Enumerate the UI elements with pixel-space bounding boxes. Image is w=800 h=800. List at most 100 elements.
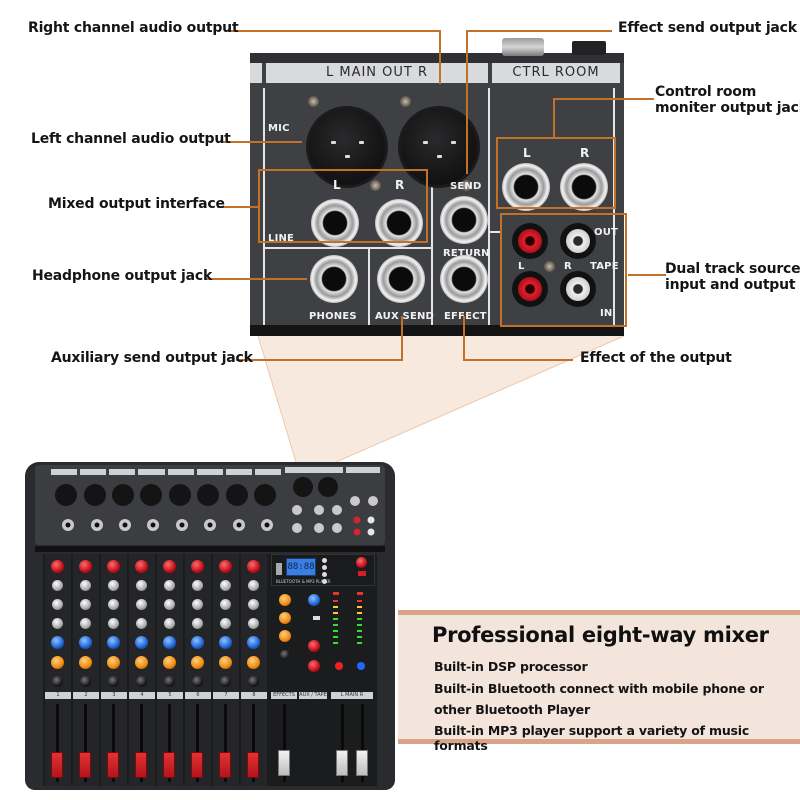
ctrl-room-mini-header (346, 467, 380, 473)
fader-4[interactable] (135, 752, 147, 778)
afl-switch[interactable] (313, 616, 320, 620)
effect-jack[interactable] (440, 255, 488, 303)
gain-knob-3[interactable] (107, 560, 120, 573)
tape-in-left-rca[interactable] (512, 271, 548, 307)
hf-knob-7[interactable] (220, 580, 231, 591)
aux-knob-5[interactable] (163, 636, 176, 649)
usb-port[interactable] (276, 563, 282, 575)
headphone-knob[interactable] (308, 660, 320, 672)
hf-knob-4[interactable] (136, 580, 147, 591)
channel-label-2: 2 (73, 692, 99, 699)
mf-knob-3[interactable] (108, 599, 119, 610)
fader-5[interactable] (163, 752, 175, 778)
fader-3[interactable] (107, 752, 119, 778)
mp3-level-knob[interactable] (356, 557, 367, 568)
line-right-jack[interactable] (375, 199, 423, 247)
mf-knob-8[interactable] (248, 599, 259, 610)
mf-knob-4[interactable] (136, 599, 147, 610)
gain-knob-8[interactable] (247, 560, 260, 573)
hf-knob-6[interactable] (192, 580, 203, 591)
ctrl-room-highlight (496, 137, 616, 209)
aux-knob-4[interactable] (135, 636, 148, 649)
fader-2[interactable] (79, 752, 91, 778)
pan-knob-1[interactable] (52, 676, 63, 687)
fx-knob-1[interactable] (51, 656, 64, 669)
gain-knob-6[interactable] (191, 560, 204, 573)
aux-master-knob[interactable] (308, 594, 320, 606)
main-right-fader[interactable] (356, 750, 368, 776)
phones-jack[interactable] (310, 255, 358, 303)
fx-knob-4[interactable] (135, 656, 148, 669)
lf-knob-7[interactable] (220, 618, 231, 629)
pan-knob-2[interactable] (80, 676, 91, 687)
lf-knob-4[interactable] (136, 618, 147, 629)
mp3-button-1[interactable] (322, 558, 327, 563)
mp3-button-3[interactable] (322, 572, 327, 577)
effects-prog-knob[interactable] (280, 650, 290, 660)
fader-track-5 (168, 704, 171, 782)
lf-knob-1[interactable] (52, 618, 63, 629)
effects-knob-3[interactable] (279, 630, 291, 642)
fader-7[interactable] (219, 752, 231, 778)
mp3-switch[interactable] (358, 571, 366, 576)
aux-knob-8[interactable] (247, 636, 260, 649)
aux-knob-6[interactable] (191, 636, 204, 649)
tape-out-left-rca[interactable] (512, 223, 548, 259)
mp3-button-2[interactable] (322, 565, 327, 570)
fx-knob-8[interactable] (247, 656, 260, 669)
gain-knob-7[interactable] (219, 560, 232, 573)
mf-knob-1[interactable] (52, 599, 63, 610)
line-left-jack[interactable] (311, 199, 359, 247)
effects-fader[interactable] (278, 750, 290, 776)
fx-knob-6[interactable] (191, 656, 204, 669)
mf-knob-7[interactable] (220, 599, 231, 610)
aux-knob-3[interactable] (107, 636, 120, 649)
channel-label-8: 8 (241, 692, 267, 699)
lf-knob-5[interactable] (164, 618, 175, 629)
mf-knob-2[interactable] (80, 599, 91, 610)
pan-knob-5[interactable] (164, 676, 175, 687)
hf-knob-5[interactable] (164, 580, 175, 591)
mf-knob-5[interactable] (164, 599, 175, 610)
effects-knob-1[interactable] (279, 594, 291, 606)
fader-8[interactable] (247, 752, 259, 778)
hf-knob-2[interactable] (80, 580, 91, 591)
hf-knob-1[interactable] (52, 580, 63, 591)
aux-knob-1[interactable] (51, 636, 64, 649)
lf-knob-3[interactable] (108, 618, 119, 629)
aux-knob-7[interactable] (219, 636, 232, 649)
pan-knob-8[interactable] (248, 676, 259, 687)
hf-knob-3[interactable] (108, 580, 119, 591)
fx-knob-2[interactable] (79, 656, 92, 669)
main-left-fader[interactable] (336, 750, 348, 776)
ctrl-room-right-jack[interactable] (560, 163, 608, 211)
mp3-button-4[interactable] (322, 579, 327, 584)
hf-knob-8[interactable] (248, 580, 259, 591)
gain-knob-2[interactable] (79, 560, 92, 573)
lf-knob-2[interactable] (80, 618, 91, 629)
lf-knob-6[interactable] (192, 618, 203, 629)
gain-knob-1[interactable] (51, 560, 64, 573)
pan-knob-3[interactable] (108, 676, 119, 687)
fader-1[interactable] (51, 752, 63, 778)
pan-knob-7[interactable] (220, 676, 231, 687)
aux-knob-2[interactable] (79, 636, 92, 649)
aux-send-jack[interactable] (377, 255, 425, 303)
effects-knob-2[interactable] (279, 612, 291, 624)
tape-out-right-rca[interactable] (560, 223, 596, 259)
ctrl-room-left-jack[interactable] (502, 163, 550, 211)
tape-input-knob[interactable] (308, 640, 320, 652)
fader-6[interactable] (191, 752, 203, 778)
gain-knob-5[interactable] (163, 560, 176, 573)
xlr-left-output[interactable] (306, 106, 388, 188)
fx-knob-5[interactable] (163, 656, 176, 669)
mf-knob-6[interactable] (192, 599, 203, 610)
fx-knob-3[interactable] (107, 656, 120, 669)
send-return-jack[interactable] (440, 196, 488, 244)
gain-knob-4[interactable] (135, 560, 148, 573)
pan-knob-6[interactable] (192, 676, 203, 687)
lf-knob-8[interactable] (248, 618, 259, 629)
pan-knob-4[interactable] (136, 676, 147, 687)
fx-knob-7[interactable] (219, 656, 232, 669)
tape-in-right-rca[interactable] (560, 271, 596, 307)
